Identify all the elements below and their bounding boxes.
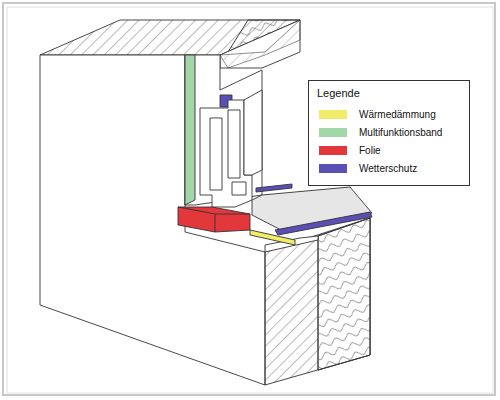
legend-text: Wetterschutz [359, 163, 417, 174]
legend-swatch [319, 128, 347, 137]
legend-box: LegendeWärmedämmungMultifunktionsbandFol… [308, 80, 470, 186]
thermal-insulation-strip [250, 230, 295, 245]
insulation [318, 218, 370, 370]
multifunction-band [185, 55, 195, 205]
legend-row: Wetterschutz [317, 159, 461, 177]
legend-row: Multifunktionsband [317, 123, 461, 141]
insulation-bg [318, 218, 370, 370]
legend-text: Folie [359, 145, 381, 156]
frame-side [244, 90, 262, 175]
frame-chamber [232, 182, 246, 195]
frame-chamber [210, 118, 222, 190]
weather-seal-frame [256, 184, 292, 192]
frame-chamber [228, 110, 240, 178]
wall-face [40, 55, 265, 385]
legend-text: Multifunktionsband [359, 127, 442, 138]
legend-text: Wärmedämmung [359, 109, 436, 120]
legend-swatch [319, 146, 347, 155]
legend-title: Legende [317, 87, 461, 99]
foil [178, 207, 250, 232]
wall-below [265, 218, 370, 385]
legend-row: Wärmedämmung [317, 105, 461, 123]
legend-swatch [319, 110, 347, 119]
foil-edge [178, 207, 250, 214]
legend-swatch [319, 164, 347, 173]
lintel-side [220, 20, 300, 68]
lintel-hatch [220, 20, 300, 68]
picture-frame [3, 3, 495, 395]
legend-row: Folie [317, 141, 461, 159]
foil-edge [215, 214, 216, 232]
picture-frame-inner [7, 7, 493, 393]
